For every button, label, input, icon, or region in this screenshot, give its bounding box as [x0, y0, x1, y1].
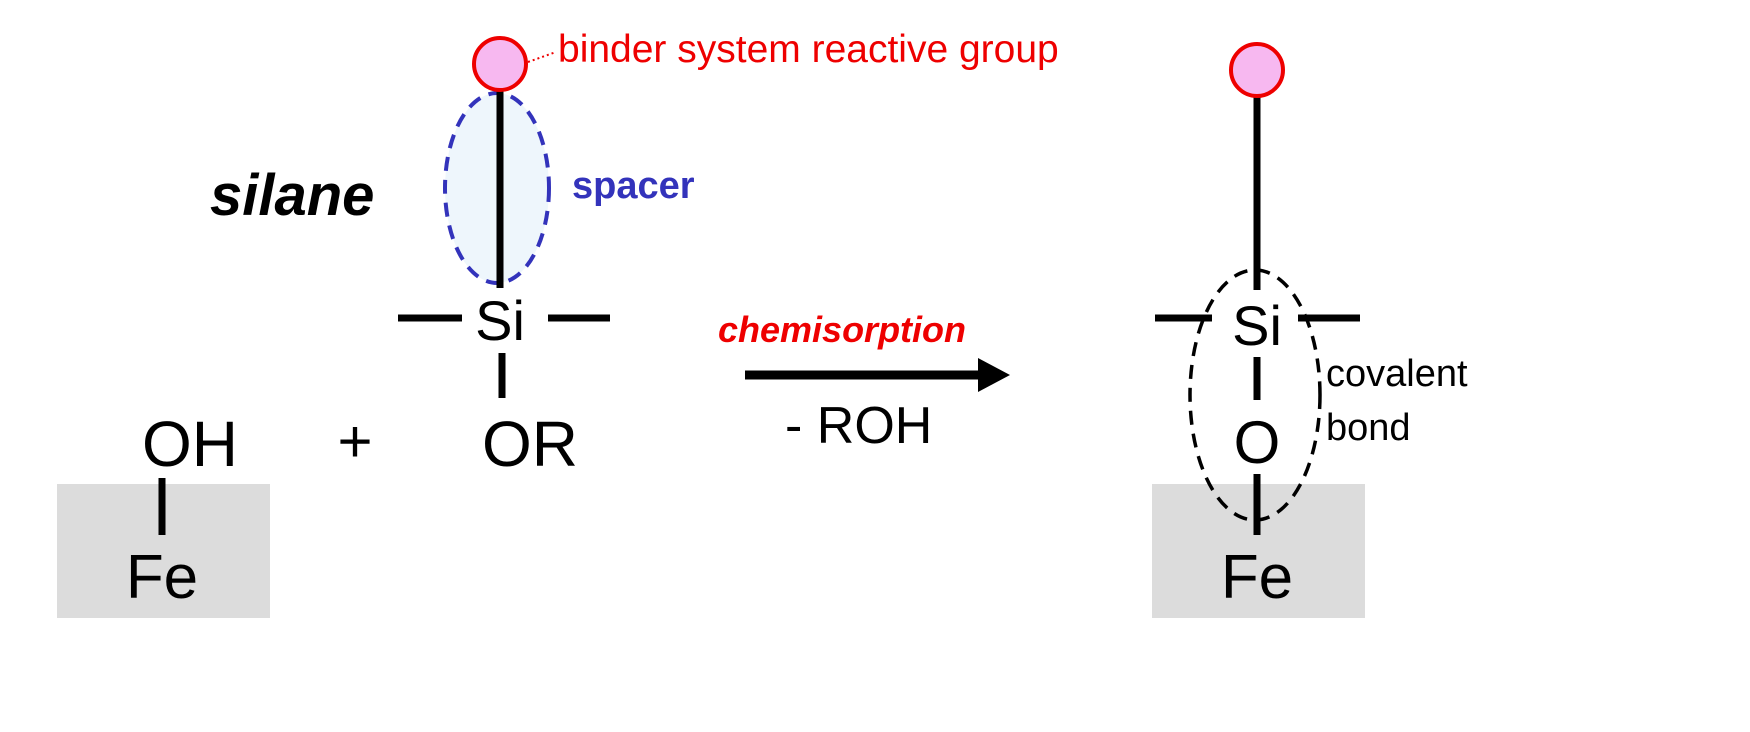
chemisorption-label: chemisorption: [718, 309, 966, 350]
oh-label: OH: [142, 408, 238, 480]
right-fe-label: Fe: [1221, 543, 1293, 612]
left-fe-label: Fe: [126, 543, 198, 612]
covalent-label-line1: covalent: [1326, 353, 1468, 395]
or-label: OR: [482, 408, 578, 480]
covalent-bond-ellipse: [1188, 268, 1322, 522]
right-si-label: Si: [1232, 294, 1282, 357]
byproduct-label: - ROH: [785, 397, 932, 455]
silane-label: silane: [210, 163, 374, 228]
reactive-group-label: binder system reactive group: [558, 28, 1059, 71]
plus-sign: +: [337, 408, 372, 475]
reactive-group-leader: [527, 51, 557, 63]
reactive-group-circle: [472, 36, 528, 92]
right-o-label: O: [1234, 409, 1281, 476]
reaction-arrow-head: [978, 358, 1010, 392]
left-si-label: Si: [475, 289, 525, 352]
right-reactive-group-circle: [1229, 42, 1285, 98]
spacer-label: spacer: [572, 165, 695, 207]
covalent-label-line2: bond: [1326, 407, 1411, 449]
